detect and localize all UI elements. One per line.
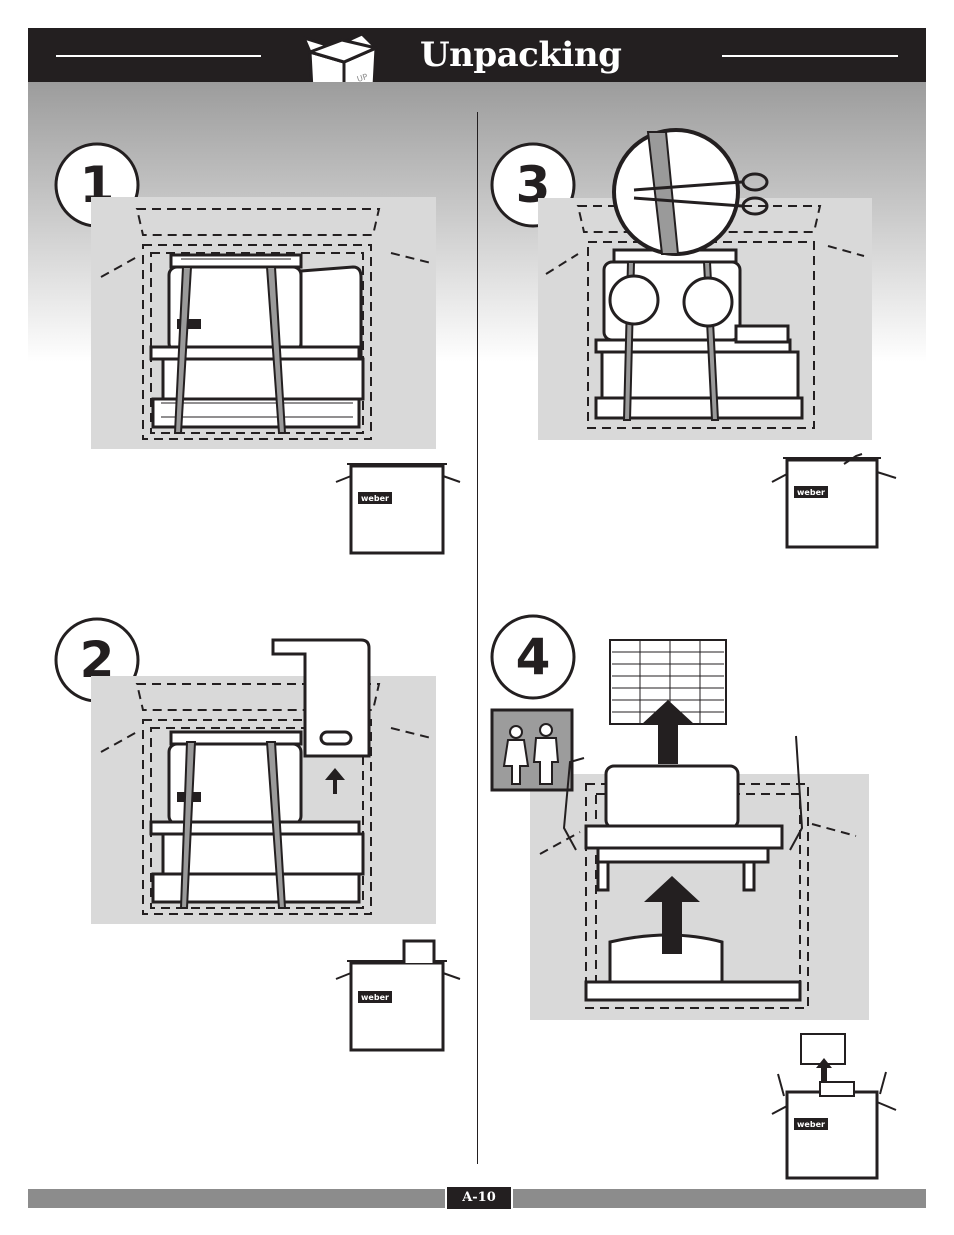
- header-bar: Unpacking: [28, 28, 926, 82]
- brand-label: weber: [797, 1120, 825, 1129]
- step-2-illustration: [91, 632, 436, 924]
- brand-label: weber: [797, 488, 825, 497]
- step-3-box-thumbnail: weber: [768, 448, 900, 552]
- step-4-box-thumbnail: weber: [768, 1030, 902, 1182]
- brand-label: weber: [361, 993, 389, 1002]
- step-1-illustration: [91, 197, 436, 449]
- step-2-box-thumbnail: weber: [332, 935, 464, 1055]
- header-rule-right: [722, 55, 898, 57]
- brand-label: weber: [361, 494, 389, 503]
- step-4-illustration: [490, 632, 874, 1022]
- header-rule-left: [56, 55, 261, 57]
- page-number: A-10: [445, 1187, 513, 1209]
- step-1-box-thumbnail: weber: [332, 458, 464, 558]
- page-title: Unpacking: [420, 32, 621, 78]
- column-divider: [477, 112, 478, 1164]
- step-3-illustration: [538, 128, 872, 440]
